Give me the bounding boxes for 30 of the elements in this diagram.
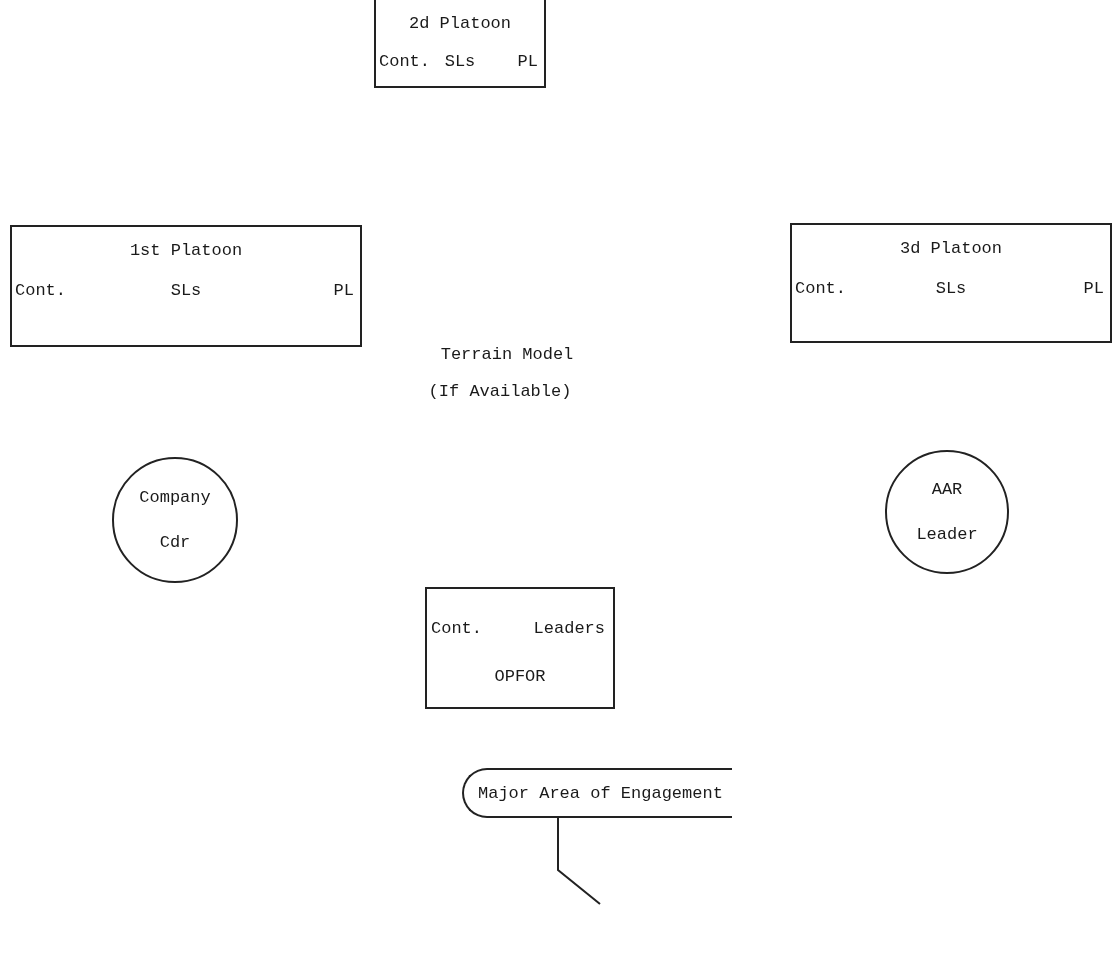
platoon-box bbox=[10, 225, 362, 347]
column-label: PL bbox=[517, 52, 538, 71]
opfor-box bbox=[425, 587, 615, 709]
column-label: PL bbox=[333, 281, 354, 300]
column-label: Cont. bbox=[379, 52, 430, 71]
column-label: PL bbox=[1083, 279, 1104, 298]
area-label: Major Area of Engagement bbox=[478, 783, 723, 803]
column-label: Leaders bbox=[533, 619, 605, 638]
circle-label: Leader bbox=[916, 525, 978, 544]
note-text: Terrain Model bbox=[440, 345, 574, 364]
platoon-title: 3d Platoon bbox=[900, 239, 1002, 258]
leader-circle bbox=[885, 450, 1009, 574]
group-title: OPFOR bbox=[494, 667, 546, 686]
platoon-box bbox=[374, 0, 546, 88]
circle-label: Cdr bbox=[159, 533, 191, 552]
column-label: Cont. bbox=[431, 619, 482, 638]
platoon-title: 2d Platoon bbox=[409, 14, 511, 33]
platoon-title: 1st Platoon bbox=[129, 241, 243, 260]
note-text: (If Available) bbox=[428, 382, 572, 401]
leader-circle bbox=[112, 457, 238, 583]
area-bracket bbox=[462, 768, 732, 818]
connector-line bbox=[557, 817, 601, 905]
column-label: SLs bbox=[935, 279, 967, 298]
circle-label: AAR bbox=[931, 480, 963, 499]
column-label: SLs bbox=[170, 281, 202, 300]
circle-label: Company bbox=[139, 488, 211, 507]
column-label: Cont. bbox=[15, 281, 66, 300]
column-label: Cont. bbox=[795, 279, 846, 298]
platoon-box bbox=[790, 223, 1112, 343]
column-label: SLs bbox=[444, 52, 476, 71]
